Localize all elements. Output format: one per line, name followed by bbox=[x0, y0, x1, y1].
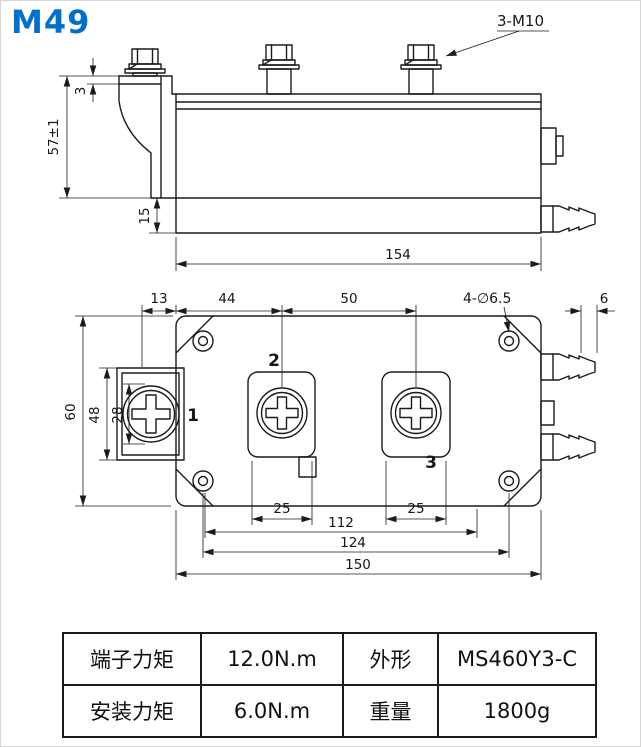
terminal-2-pad bbox=[247, 371, 317, 478]
hex-bolt-2 bbox=[258, 44, 300, 95]
terminal-number-2: 2 bbox=[268, 351, 280, 371]
dim-50-label: 50 bbox=[340, 291, 357, 307]
hose-barb-top bbox=[540, 353, 596, 381]
label-outline: 外形 bbox=[342, 632, 439, 686]
dim-48-label: 48 bbox=[87, 406, 103, 423]
label-mounting-torque: 安装力矩 bbox=[62, 684, 202, 738]
hose-barb-bottom bbox=[540, 433, 596, 461]
dim-124-label: 124 bbox=[340, 535, 366, 551]
technical-drawing: 3-M10 3 57±1 15 154 13 44 50 4-∅6.5 6 60… bbox=[46, 12, 615, 580]
dim-28-label: 28 bbox=[110, 406, 126, 423]
dim-15-label: 15 bbox=[137, 207, 153, 224]
dimension-labels: 3-M10 3 57±1 15 154 13 44 50 4-∅6.5 6 60… bbox=[46, 12, 608, 573]
value-weight: 1800g bbox=[437, 684, 597, 738]
bolt-callout-label: 3-M10 bbox=[497, 12, 544, 30]
dim-3-label: 3 bbox=[73, 87, 89, 96]
value-mounting-torque: 6.0N.m bbox=[200, 684, 344, 738]
gate-connector bbox=[540, 127, 564, 165]
table-row: 安装力矩 6.0N.m 重量 1800g bbox=[62, 684, 597, 738]
value-outline: MS460Y3-C bbox=[437, 632, 597, 686]
mounting-holes bbox=[192, 330, 520, 492]
terminal-1-block bbox=[116, 367, 185, 461]
terminal-number-1: 1 bbox=[187, 406, 199, 426]
dim-25-left-label: 25 bbox=[273, 501, 290, 517]
label-terminal-torque: 端子力矩 bbox=[62, 632, 202, 686]
hex-bolt-3 bbox=[400, 44, 442, 95]
dim-154-label: 154 bbox=[385, 247, 411, 263]
side-view bbox=[118, 44, 596, 234]
terminal-number-3: 3 bbox=[425, 453, 437, 473]
dim-60-label: 60 bbox=[63, 403, 79, 420]
hose-barb-side bbox=[540, 205, 596, 233]
dim-13-label: 13 bbox=[150, 291, 167, 307]
plan-view bbox=[116, 315, 596, 507]
dim-150-label: 150 bbox=[345, 557, 371, 573]
value-terminal-torque: 12.0N.m bbox=[200, 632, 344, 686]
dim-6-label: 6 bbox=[600, 291, 609, 307]
hole-callout-label: 4-∅6.5 bbox=[463, 291, 511, 307]
dim-57-label: 57±1 bbox=[46, 118, 62, 155]
side-stub bbox=[540, 400, 555, 426]
dim-112-label: 112 bbox=[328, 515, 354, 531]
spec-table: 端子力矩 12.0N.m 外形 MS460Y3-C 安装力矩 6.0N.m 重量… bbox=[62, 632, 597, 738]
table-row: 端子力矩 12.0N.m 外形 MS460Y3-C bbox=[62, 632, 597, 686]
hex-bolt-1 bbox=[124, 48, 166, 77]
dim-25-right-label: 25 bbox=[407, 501, 424, 517]
terminal-bracket bbox=[118, 75, 177, 199]
label-weight: 重量 bbox=[342, 684, 439, 738]
dimension-lines bbox=[59, 30, 615, 580]
page-title: M49 bbox=[11, 3, 91, 41]
dim-44-label: 44 bbox=[218, 291, 235, 307]
